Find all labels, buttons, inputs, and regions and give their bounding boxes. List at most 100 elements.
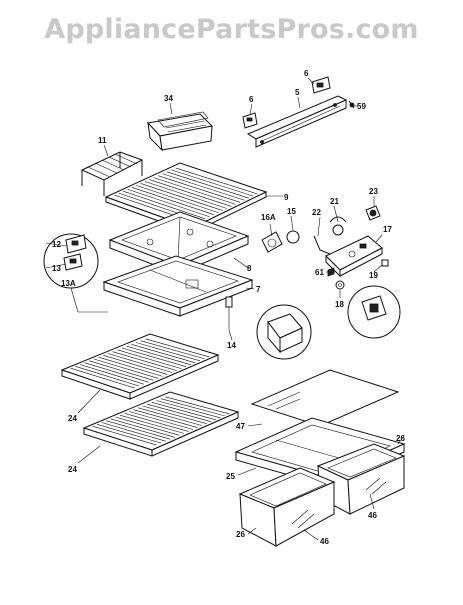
label-46-left: 46 xyxy=(320,537,329,546)
shelf-grid-line xyxy=(153,177,236,205)
label-17: 17 xyxy=(383,225,392,234)
part-24-shelf-upper xyxy=(60,333,220,400)
shelf-grid-line xyxy=(175,167,258,195)
part-6-bracket-right xyxy=(311,76,331,94)
label-24-lower: 24 xyxy=(68,465,77,474)
part-7-panel xyxy=(102,255,254,317)
label-15: 15 xyxy=(287,207,296,216)
shelf-grid-line xyxy=(107,353,173,373)
shelf-grid-line xyxy=(158,175,241,203)
label-9: 9 xyxy=(284,193,289,202)
shelf-grid-line xyxy=(84,362,149,383)
part-34-drawer xyxy=(147,111,214,152)
shelf-grid-line xyxy=(140,183,223,211)
part-21-control xyxy=(329,216,347,236)
part-19-switch xyxy=(347,259,401,339)
label-8: 8 xyxy=(247,264,252,273)
part-6-bracket-left xyxy=(242,112,258,129)
shelf-grid-line xyxy=(160,398,225,417)
label-34: 34 xyxy=(164,94,173,103)
part-labels: 34 6 5 6 59 11 9 16A 15 22 21 23 17 12 1… xyxy=(52,69,405,546)
part-59-screw xyxy=(348,100,355,109)
label-7: 7 xyxy=(256,285,261,294)
part-26-crisper-right xyxy=(316,443,406,515)
watermark: AppliancePartsPros.com xyxy=(44,14,419,45)
shelf-grid-line xyxy=(138,407,203,426)
shelf-grid-line xyxy=(112,351,177,371)
label-16A: 16A xyxy=(261,213,276,222)
shelf-grid-line xyxy=(131,344,196,364)
shelf-grid-line xyxy=(117,349,182,369)
shelf-grid-line xyxy=(126,345,191,366)
shelf-grid-line xyxy=(123,190,206,220)
part-5-rail xyxy=(246,95,348,148)
shelf-grid-line xyxy=(131,187,214,215)
label-13: 13 xyxy=(52,264,61,273)
shelf-grid-line xyxy=(140,340,205,360)
part-14-fan-assembly xyxy=(225,296,312,360)
shelf-grid-line xyxy=(97,424,162,444)
shelf-grid-line xyxy=(115,416,180,436)
shelf-grid-line xyxy=(89,360,154,381)
shelf-grid-line xyxy=(92,425,157,446)
label-47: 47 xyxy=(236,422,245,431)
shelf-grid-line xyxy=(103,355,168,375)
shelf-grid-line xyxy=(79,364,145,385)
label-6-top: 6 xyxy=(304,69,309,78)
label-24-upper: 24 xyxy=(68,414,77,423)
label-11: 11 xyxy=(98,136,107,145)
label-23: 23 xyxy=(369,187,378,196)
shelf-grid-line xyxy=(136,185,219,213)
detail-12-13-13A xyxy=(43,233,108,313)
shelf-grid-line xyxy=(128,411,194,430)
part-47-glass xyxy=(250,369,400,427)
shelf-grid-line xyxy=(127,188,210,218)
label-25: 25 xyxy=(226,472,235,481)
shelf-grid-line xyxy=(93,358,159,379)
part-17-housing xyxy=(325,235,383,278)
label-26-left: 26 xyxy=(236,530,245,539)
shelf-grid-line xyxy=(75,366,140,387)
label-13A: 13A xyxy=(61,279,76,288)
shelf-grid-line xyxy=(142,405,207,424)
label-61: 61 xyxy=(315,268,324,277)
label-59: 59 xyxy=(357,102,366,111)
shelf-grid-line xyxy=(156,400,221,419)
part-15-bulb xyxy=(286,230,300,244)
label-12: 12 xyxy=(52,240,61,249)
shelf-grid-line xyxy=(149,179,232,207)
shelf-grid-line xyxy=(165,396,230,415)
shelf-grid-line xyxy=(145,338,210,358)
shelf-grid-line xyxy=(133,409,198,428)
shelf-grid-line xyxy=(121,347,187,367)
label-5: 5 xyxy=(295,88,300,97)
shelf-grid-line xyxy=(171,169,254,197)
shelf-grid-line xyxy=(144,181,228,209)
shelf-grid-line xyxy=(151,402,216,421)
part-26-crisper-left xyxy=(238,467,336,547)
label-14: 14 xyxy=(227,341,236,350)
part-23-knob xyxy=(365,205,381,221)
shelf-grid-line xyxy=(135,342,201,362)
shelf-grid-line xyxy=(119,414,184,434)
shelf-grid-line xyxy=(101,422,166,442)
shelf-grid-line xyxy=(98,356,163,377)
part-18-washer xyxy=(335,280,345,290)
shelf-grid-line xyxy=(166,171,249,199)
label-21: 21 xyxy=(330,197,339,206)
shelf-grid-line xyxy=(124,413,189,432)
label-18: 18 xyxy=(335,300,344,309)
shelf-grid-line xyxy=(106,420,171,440)
shelf-grid-line xyxy=(110,418,175,438)
label-19: 19 xyxy=(369,271,378,280)
label-22: 22 xyxy=(312,208,321,217)
label-26-right: 26 xyxy=(396,434,405,443)
shelf-grid-line xyxy=(147,403,212,423)
part-16A-socket xyxy=(261,231,283,253)
label-6-left: 6 xyxy=(249,95,254,104)
part-11-wire-rack xyxy=(80,151,144,196)
shelf-grid-line xyxy=(162,173,245,201)
leader-lines xyxy=(45,77,405,541)
